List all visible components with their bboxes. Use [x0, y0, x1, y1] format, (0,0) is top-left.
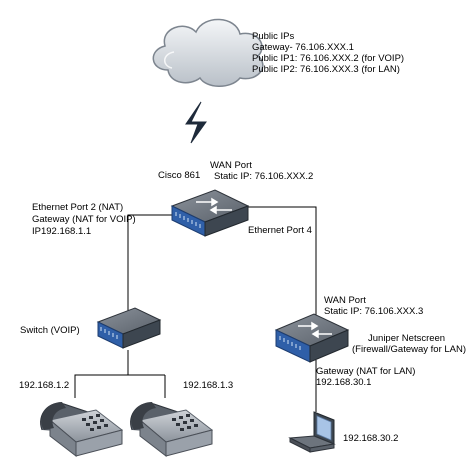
- firewall-name: Juniper Netscreen: [368, 333, 446, 344]
- laptop-icon: [288, 411, 336, 453]
- switch-label: Switch (VOIP): [20, 325, 80, 336]
- ethernet-port-4-label: Ethernet Port 4: [248, 225, 312, 236]
- firewall-gateway-ip: 192.168.30.1: [316, 377, 372, 388]
- firewall-role: (Firewall/Gateway for LAN): [352, 344, 467, 355]
- phone-1-ip: 192.168.1.2: [19, 380, 70, 391]
- public-ip2: Public IP2: 76.106.XXX.3 (for LAN): [252, 64, 400, 75]
- router-to-switch-line: [127, 214, 175, 312]
- switch-to-phones-line: [74, 350, 129, 398]
- router-static-ip: Static IP: 76.106.XXX.2: [214, 171, 314, 182]
- firewall-wan-port-label: WAN Port: [324, 295, 366, 306]
- ethernet-port-2-label: Ethernet Port 2 (NAT): [32, 202, 124, 213]
- phone-2-ip: 192.168.1.3: [183, 380, 234, 391]
- router-wan-port-label: WAN Port: [210, 160, 252, 171]
- cloud-gateway-ip: Gateway- 76.106.XXX.1: [252, 42, 354, 53]
- juniper-firewall-icon: [274, 313, 350, 363]
- laptop-ip: 192.168.30.2: [343, 433, 399, 444]
- router-to-firewall-line: [246, 206, 317, 318]
- switch-icon: [96, 307, 162, 349]
- public-ip1: Public IP1: 76.106.XXX.2 (for VOIP): [252, 53, 405, 64]
- lightning-bolt-icon: [185, 101, 207, 144]
- ip-phone-icon: [40, 402, 124, 458]
- cloud-label: Public IPs: [252, 31, 295, 42]
- ethernet-port-2-ip: IP192.168.1.1: [32, 226, 92, 237]
- firewall-gateway-label: Gateway (NAT for LAN): [316, 366, 416, 377]
- connection-lines: [74, 206, 317, 412]
- ethernet-port-2-gateway: Gateway (NAT for VOIP): [32, 214, 136, 225]
- cisco-router-icon: [170, 189, 250, 237]
- router-name: Cisco 861: [158, 170, 201, 181]
- internet-cloud-icon: [152, 18, 264, 87]
- ip-phone-icon: [130, 402, 214, 458]
- firewall-static-ip: Static IP: 76.106.XXX.3: [324, 306, 424, 317]
